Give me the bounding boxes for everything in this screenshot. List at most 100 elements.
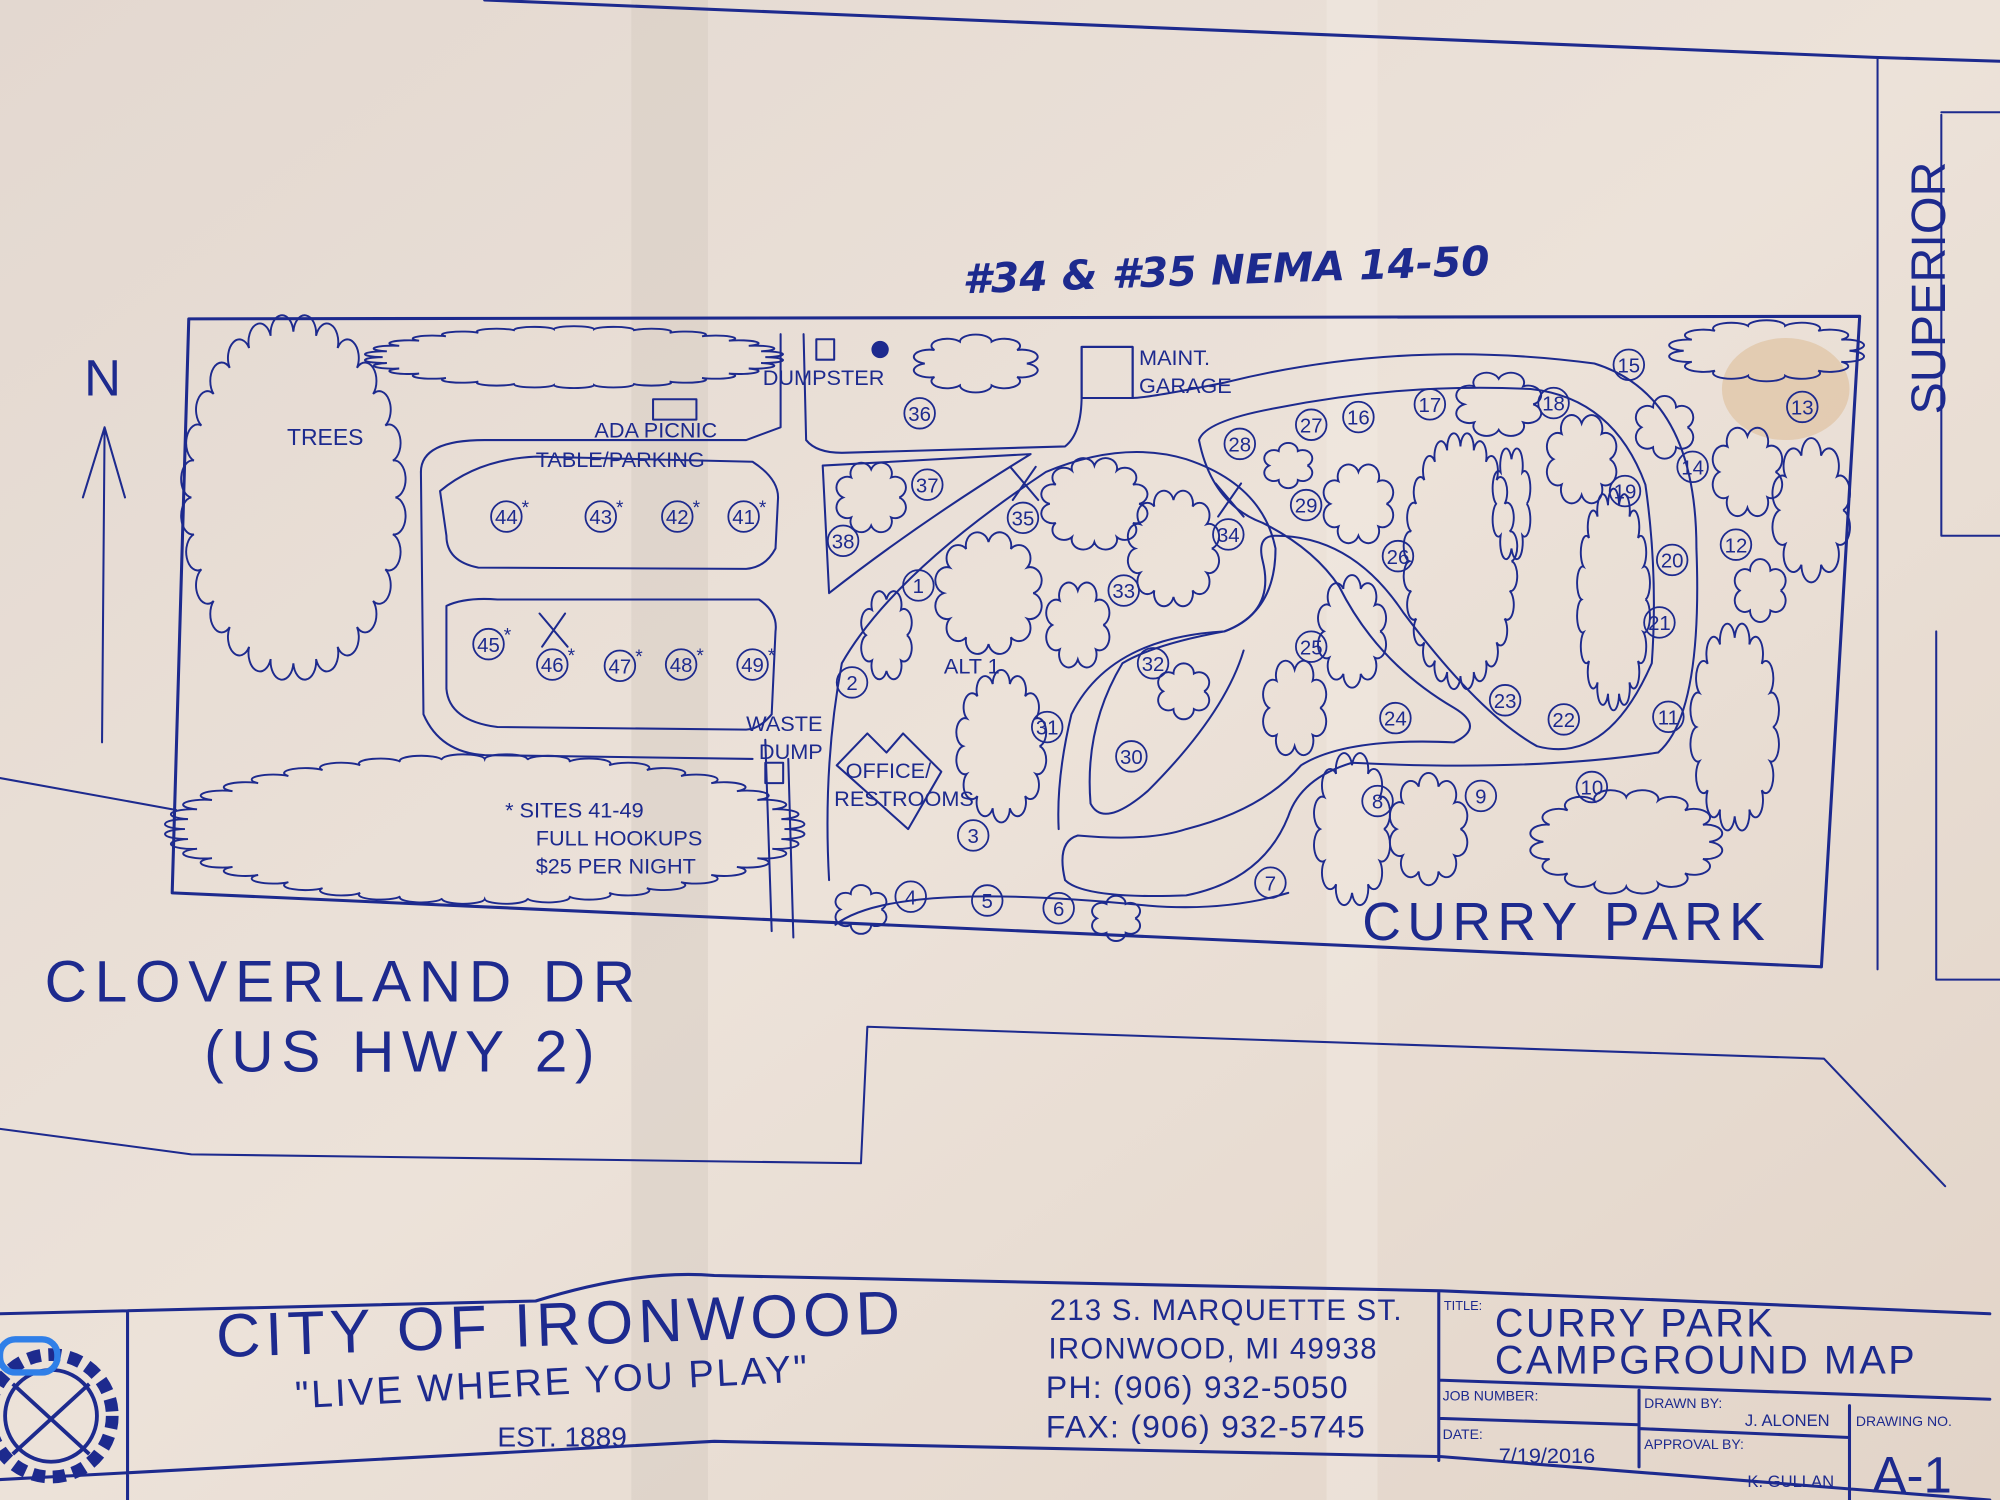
campsite-circle [1676,450,1709,484]
ada-label-1: ADA PICNIC [594,417,717,442]
trees-label: TREES [287,424,363,450]
campsite-circle [1107,574,1140,607]
campsite-circle [1381,539,1415,573]
campsite-number: 6 [1053,899,1064,921]
campsite-circle [903,397,936,430]
campsite-number: 25 [1300,637,1323,659]
cloverland-label-2: (US HWY 2) [204,1019,602,1084]
tree-cluster [834,884,888,935]
campsite-number: 32 [1142,654,1165,676]
tree-cluster [1045,581,1111,669]
trees [164,314,1865,942]
tree-cluster [1668,319,1865,383]
campsite-number: 34 [1217,525,1240,547]
title-label: TITLE: [1444,1298,1482,1313]
campsite-circle [1413,388,1447,421]
campsite-number: 15 [1617,355,1640,377]
stain [1721,338,1850,441]
campsite-number: 10 [1580,778,1603,800]
note-line-3: $25 PER NIGHT [536,854,696,879]
tree-cluster [180,314,407,681]
campsite-circle [1136,647,1170,680]
campsite-marker: 29 [1289,488,1323,522]
maint-label-2: GARAGE [1139,373,1232,398]
campsite-number: 9 [1475,787,1486,809]
campsite-circle [1719,528,1753,561]
campsite-circle [1115,740,1148,773]
campsite-marker: 13 [1786,390,1819,424]
cross-mark-icon [1009,465,1040,502]
campsite-circle [1608,474,1642,508]
tree-cluster [1091,894,1142,942]
campsite-marker: 14 [1676,450,1709,484]
campsite-circle [727,500,760,533]
fax: FAX: (906) 932-5745 [1046,1408,1366,1444]
dumpster-marker [871,340,889,359]
campsite-marker: 38 [826,524,860,558]
campsite-marker: 42* [661,498,701,533]
approval-by-value: K. GULLAN [1747,1472,1834,1491]
tree-cluster [835,461,907,534]
phone: PH: (906) 932-5050 [1046,1369,1349,1405]
tree-cluster [860,590,913,681]
dumpster-box [815,338,836,361]
campsite-circle [661,500,694,533]
campsite-circle [584,500,617,533]
campsite-circle [911,468,944,501]
maint-garage-box [1080,345,1134,399]
date-label: DATE: [1443,1426,1483,1442]
campsite-marker: 48* [664,646,704,681]
campsite-circle [1361,784,1394,818]
tree-cluster [1634,395,1695,460]
campsite-number: 14 [1681,457,1704,479]
park-name-label: CURRY PARK [1362,893,1771,952]
campsite-marker: 17 [1413,388,1447,421]
full-hookup-asterisk: * [759,498,767,519]
park-boundary [170,314,1862,969]
campsite-circle [1042,891,1075,925]
campsite-number: 48 [670,655,693,677]
tree-cluster [1262,659,1328,757]
campsite-circle [1643,606,1676,639]
roads [419,333,1699,939]
drawing-title-2: CAMPGROUND MAP [1495,1339,1917,1383]
tree-cluster [1576,487,1651,712]
campsite-marker: 30 [1115,740,1148,773]
address-line-2: IRONWOOD, MI 49938 [1048,1332,1377,1365]
waste-dump-box [764,761,785,785]
map-labels: TREES ADA PICNIC TABLE/PARKING DUMPSTER … [287,345,1232,879]
campsite-marker: 5 [971,884,1004,917]
dumpster-label: DUMPSTER [763,365,885,390]
tree-cluster [1157,662,1211,721]
campsite-number: 11 [1658,707,1679,729]
campsite-number: 21 [1648,613,1671,635]
campsite-marker: 27 [1295,408,1328,441]
cloverland-edge [0,777,1947,1188]
campsite-circle [902,569,935,602]
campsite-circle [1254,866,1287,899]
campsite-circle [1006,501,1040,535]
tree-cluster [1388,771,1469,887]
campsite-circle [835,666,869,699]
campsite-marker: 47* [603,647,643,683]
drawn-by-value: J. ALONEN [1745,1411,1830,1430]
campsite-marker: 7 [1254,866,1287,899]
full-hookup-asterisk: * [522,498,530,519]
campsite-circle [1575,770,1609,804]
north-label: N [84,349,121,406]
campsite-number: 17 [1419,395,1442,417]
tree-cluster [1491,447,1532,561]
campsite-marker: 6 [1042,891,1075,925]
campsite-marker: 12 [1719,528,1753,561]
drawing-no-value: A-1 [1872,1446,1951,1500]
campsite-circle [736,648,769,681]
full-hookup-asterisk: * [504,626,512,647]
established: EST. 1889 [497,1421,626,1452]
campsite-number: 35 [1012,509,1035,531]
campsite-number: 3 [968,826,979,848]
tree-cluster [1733,558,1787,623]
cross-mark-icon [1214,482,1245,518]
campsite-marker: 4 [894,880,927,913]
full-hookup-asterisk: * [616,498,624,519]
tree-cluster [1689,622,1780,832]
